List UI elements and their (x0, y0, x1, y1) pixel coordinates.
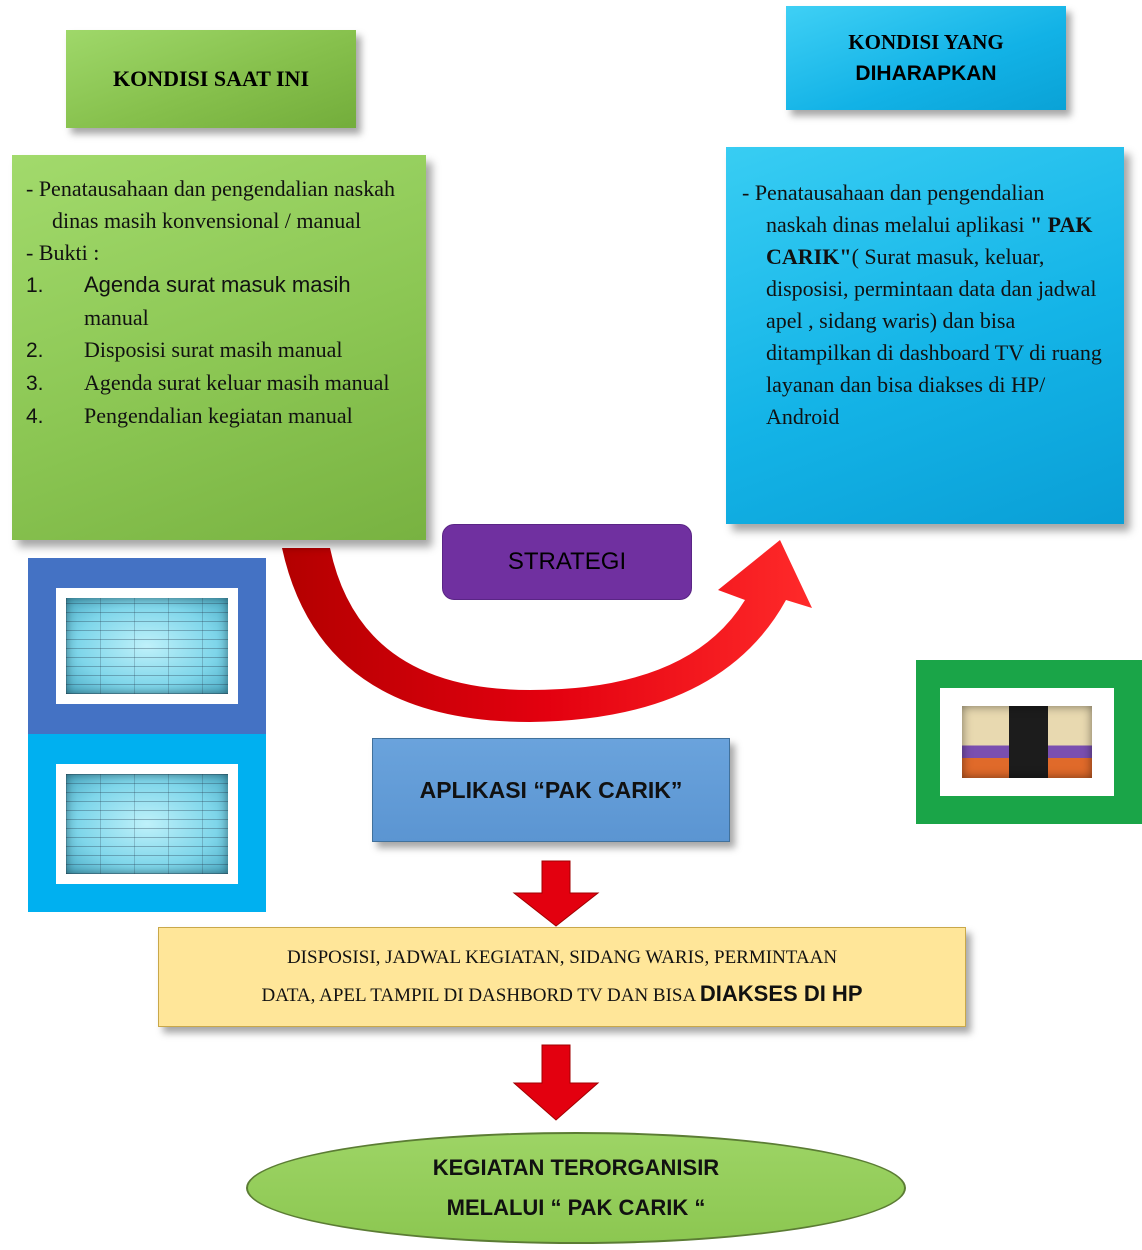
result-box: DISPOSISI, JADWAL KEGIATAN, SIDANG WARIS… (158, 927, 966, 1027)
dashboard-tv-photo (962, 706, 1092, 778)
evidence-item: 3.Agenda surat keluar masih manual (26, 370, 390, 395)
app-box: APLIKASI “PAK CARIK” (372, 738, 730, 842)
manual-agenda-photo-frame (28, 558, 266, 734)
expected-title-line2: DIHARAPKAN (855, 62, 997, 85)
outcome-line1: KEGIATAN TERORGANISIR (432, 1155, 720, 1180)
expected-condition-title: KONDISI YANG DIHARAPKAN (786, 6, 1066, 110)
down-arrow-1 (512, 860, 600, 927)
evidence-label: - Bukti : (26, 240, 100, 265)
curved-strategy-arrow (282, 540, 812, 722)
result-line2: DATA, APEL TAMPIL DI DASHBORD TV DAN BIS… (261, 981, 863, 1006)
result-highlight: DIAKSES DI HP (699, 981, 863, 1006)
current-condition-title: KONDISI SAAT INI (66, 30, 356, 128)
strategy-label: STRATEGI (442, 524, 692, 600)
outcome-line2: MELALUI “ PAK CARIK “ (446, 1195, 706, 1220)
expected-title-line1: KONDISI YANG (848, 29, 1004, 54)
manual-disposition-photo (66, 774, 228, 874)
manual-agenda-photo (66, 598, 228, 694)
result-line1: DISPOSISI, JADWAL KEGIATAN, SIDANG WARIS… (286, 947, 838, 968)
evidence-item: 4.Pengendalian kegiatan manual (26, 403, 353, 428)
expected-condition-box: - Penatausahaan dan pengendalian naskah … (726, 147, 1124, 524)
outcome-ellipse: KEGIATAN TERORGANISIR MELALUI “ PAK CARI… (246, 1132, 906, 1244)
expected-condition-description: - Penatausahaan dan pengendalian naskah … (742, 180, 1102, 429)
down-arrow-2 (512, 1044, 600, 1121)
manual-disposition-photo-frame (28, 734, 266, 912)
dashboard-tv-photo-frame (916, 660, 1142, 824)
current-condition-description: - Penatausahaan dan pengendalian naskah … (26, 176, 395, 233)
evidence-item: 2.Disposisi surat masih manual (26, 337, 343, 362)
current-condition-box: - Penatausahaan dan pengendalian naskah … (12, 155, 426, 540)
